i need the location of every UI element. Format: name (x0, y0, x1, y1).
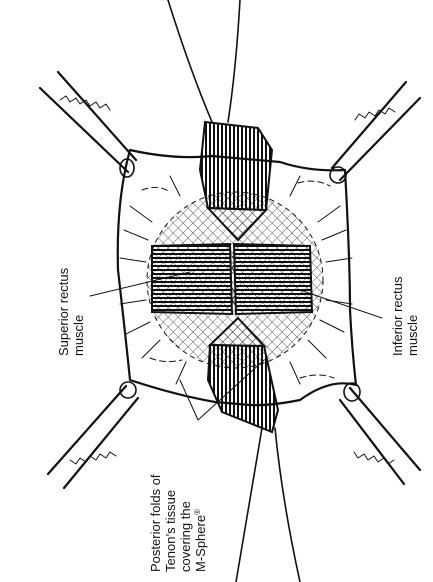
svg-text:muscle: muscle (405, 315, 420, 356)
forceps-top-left (40, 72, 136, 177)
inferior-rectus-label: Inferior rectus muscle (390, 276, 420, 356)
forceps-top-right (330, 82, 420, 183)
svg-text:Tenon’s tissue: Tenon’s tissue (163, 490, 178, 572)
svg-text:covering the: covering the (178, 501, 193, 572)
svg-text:Superior rectus: Superior rectus (56, 267, 71, 356)
forceps-bottom-right (340, 383, 420, 484)
bottom-sutures (236, 428, 300, 582)
svg-text:Posterior folds of: Posterior folds of (148, 474, 163, 572)
forceps-bottom-left (48, 382, 138, 488)
svg-text:muscle: muscle (71, 315, 86, 356)
svg-text:M-Sphere®: M-Sphere® (193, 509, 208, 572)
svg-text:Inferior rectus: Inferior rectus (390, 276, 405, 356)
superior-rectus-label: Superior rectus muscle (56, 267, 86, 356)
posterior-folds-label: Posterior folds of Tenon’s tissue coveri… (148, 474, 208, 572)
top-sutures (168, 0, 240, 122)
